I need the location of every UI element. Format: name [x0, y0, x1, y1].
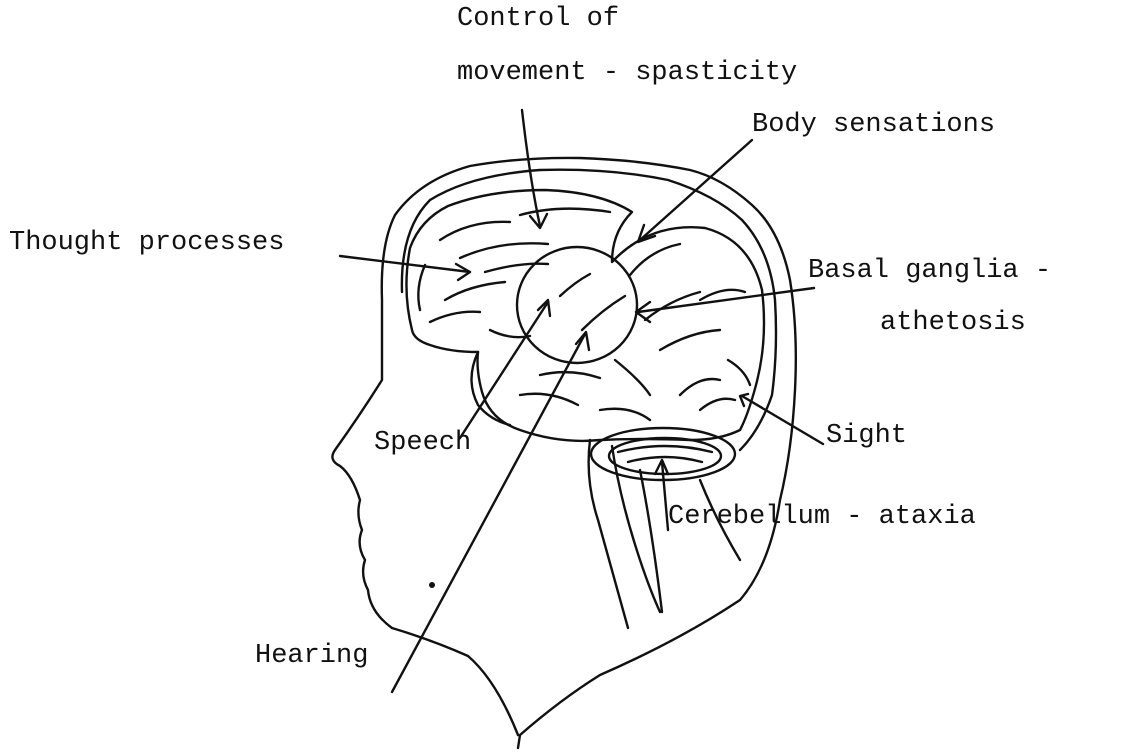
pointer-line-control [522, 110, 540, 226]
label-control-line2: movement - spasticity [457, 60, 797, 87]
brain-fold [582, 296, 625, 330]
label-body-sensations: Body sensations [752, 112, 995, 139]
cerebellum-fold [618, 446, 712, 452]
label-thought-processes: Thought processes [9, 230, 284, 257]
label-control-line1: Control of [457, 6, 619, 33]
brain-fold [520, 209, 610, 215]
brain-fold [485, 264, 548, 272]
pointer-line-body [640, 140, 752, 240]
pointer-line-thought [340, 256, 470, 272]
brain-fold [460, 243, 548, 258]
brain-fold [445, 282, 505, 300]
brain-fold [418, 265, 425, 310]
pointer-line-basal [638, 288, 814, 312]
label-hearing: Hearing [255, 643, 368, 670]
label-basal-line1: Basal ganglia - [808, 258, 1051, 285]
label-sight: Sight [826, 423, 907, 450]
pointer-line-hearing [392, 334, 585, 692]
brain-fold [728, 360, 750, 385]
label-basal-line2: athetosis [880, 310, 1026, 337]
brain-fold [700, 399, 735, 410]
label-cerebellum: Cerebellum - ataxia [668, 504, 976, 531]
stray-dot [429, 582, 435, 588]
brain-fold [560, 274, 590, 296]
brain-fold [440, 222, 510, 240]
pointer-line-sight [742, 396, 823, 444]
cerebellum-fold [628, 457, 702, 462]
brain-fold [660, 330, 720, 350]
brain-fold [540, 372, 600, 378]
brain-fold [630, 244, 680, 275]
brain-fold [430, 312, 480, 322]
brain-fold [615, 360, 650, 395]
brain-fold [645, 292, 700, 320]
label-speech: Speech [374, 430, 471, 457]
brain-fold [680, 379, 720, 395]
brain-fold [600, 409, 650, 420]
skull-inner-outline [402, 170, 776, 450]
